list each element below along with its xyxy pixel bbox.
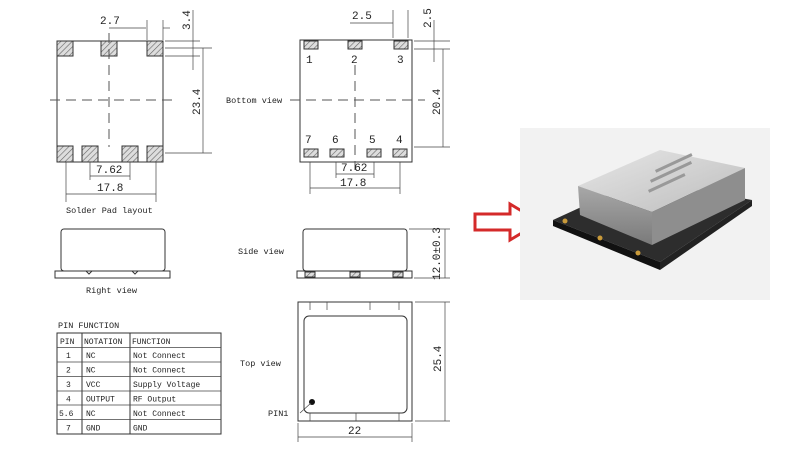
dim-label: 23.4 <box>192 88 204 115</box>
bottom-view-label: Bottom view <box>226 96 283 106</box>
solder-pad-caption: Solder Pad layout <box>66 206 153 216</box>
dim-label: 22 <box>348 426 361 438</box>
dim-label: 12.0±0.3 <box>432 227 444 280</box>
table-cell-function: Not Connect <box>133 410 186 419</box>
bottom-view: 1 2 3 7 6 5 4 Bottom view 2.5 2.5 20.4 7… <box>226 8 450 194</box>
product-photo <box>520 128 770 300</box>
pin-number: 4 <box>396 135 403 147</box>
table-cell-notation: NC <box>86 367 96 376</box>
table-cell-function: Not Connect <box>133 352 186 361</box>
pin-number: 3 <box>397 55 404 67</box>
table-cell-notation: NC <box>86 352 96 361</box>
pin-number: 6 <box>332 135 339 147</box>
table-cell-notation: GND <box>86 425 101 434</box>
pin-number: 7 <box>305 135 312 147</box>
table-cell-pin: 2 <box>66 367 71 376</box>
dim-label: 3.4 <box>182 10 194 30</box>
dim-label: 2.7 <box>100 16 120 28</box>
pin1-label: PIN1 <box>268 409 288 419</box>
table-cell-function: GND <box>133 425 148 434</box>
side-view-label: Side view <box>238 247 285 257</box>
table-cell-pin: 3 <box>66 381 71 390</box>
top-view: Top view PIN1 22 25.4 <box>240 301 450 442</box>
table-cell-notation: OUTPUT <box>86 396 115 405</box>
right-view: Right view <box>54 228 171 296</box>
dim-label: 17.8 <box>340 178 366 190</box>
table-cell-pin: 5.6 <box>59 410 74 419</box>
dim-label: 7.62 <box>341 163 367 175</box>
table-cell-function: Not Connect <box>133 367 186 376</box>
pin-number: 1 <box>306 55 313 67</box>
table-cell-function: Supply Voltage <box>133 381 200 390</box>
dim-label: 2.5 <box>423 8 435 28</box>
top-view-label: Top view <box>240 359 282 369</box>
dim-label: 25.4 <box>433 345 445 372</box>
dim-label: 20.4 <box>432 88 444 115</box>
table-cell-notation: NC <box>86 410 96 419</box>
table-cell-pin: 1 <box>66 352 71 361</box>
pin-number: 5 <box>369 135 376 147</box>
table-header: FUNCTION <box>132 338 171 347</box>
pin-number: 2 <box>351 55 358 67</box>
right-view-caption: Right view <box>86 286 138 296</box>
table-cell-pin: 4 <box>66 396 71 405</box>
side-view: Side view 12.0±0.3 <box>238 227 450 280</box>
table-header: PIN <box>60 338 75 347</box>
dim-label: 7.62 <box>96 165 122 177</box>
dim-label: 17.8 <box>97 183 123 195</box>
table-cell-function: RF Output <box>133 396 176 405</box>
dim-label: 2.5 <box>352 11 372 23</box>
table-header: NOTATION <box>84 338 123 347</box>
table-cell-pin: 7 <box>66 425 71 434</box>
table-cell-notation: VCC <box>86 381 101 390</box>
solder-pad-layout: 2.7 3.4 23.4 7.62 17.8 Solder Pad layout <box>50 10 212 216</box>
table-title: PIN FUNCTION <box>58 321 119 331</box>
